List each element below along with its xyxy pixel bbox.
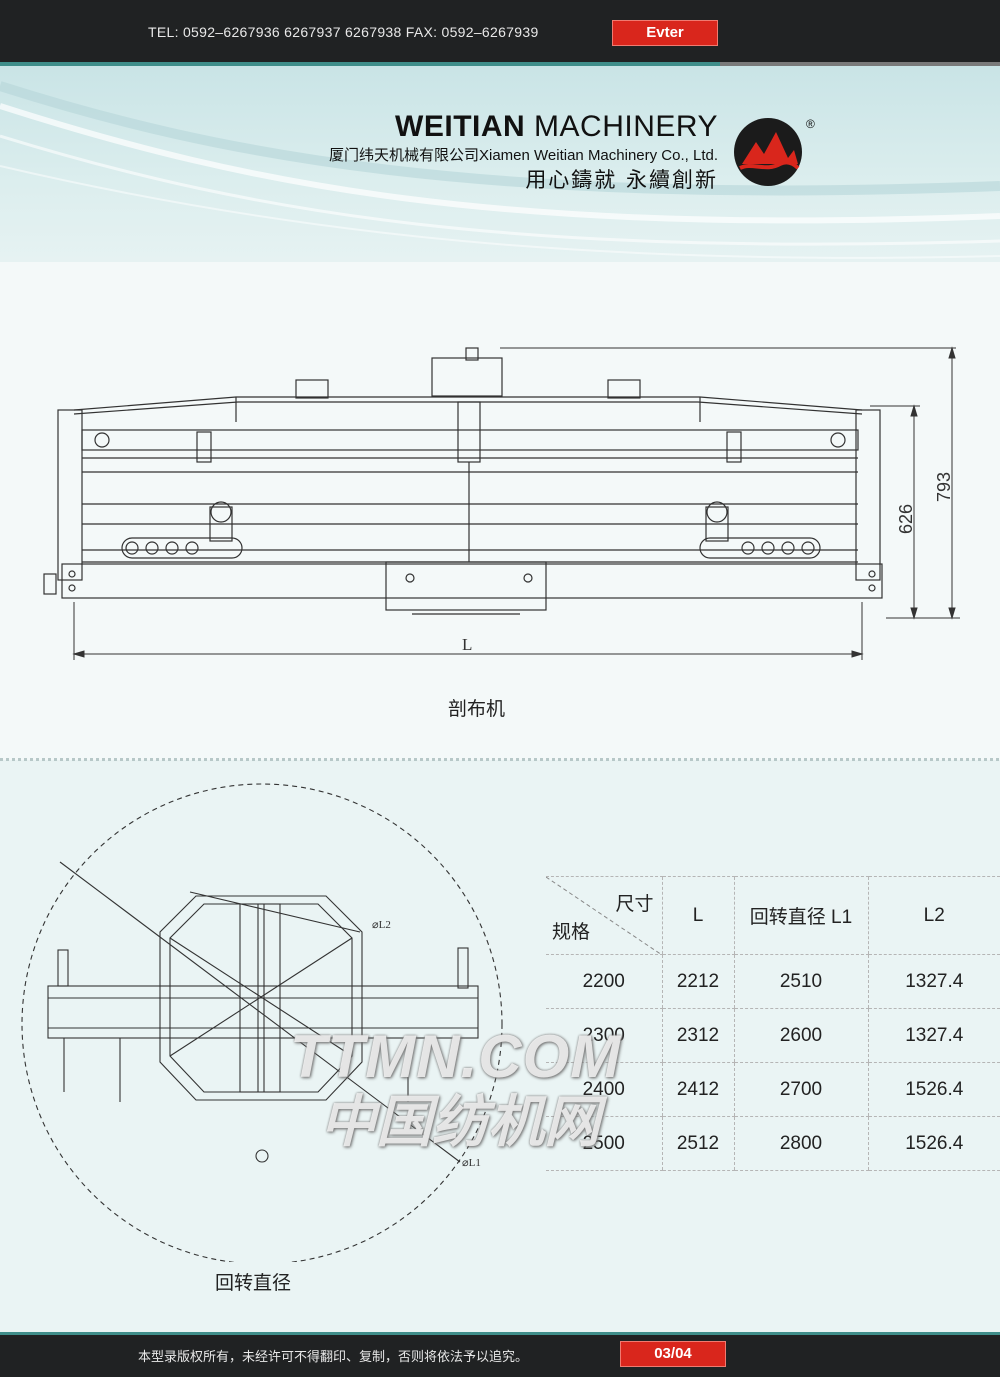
dim-height-793: 793: [934, 472, 954, 502]
company-name-full: 厦门纬天机械有限公司Xiamen Weitian Machinery Co., …: [329, 147, 718, 164]
copyright-notice: 本型录版权所有，未经许可不得翻印、复制，否则将依法予以追究。: [138, 1350, 529, 1365]
column-header: L: [661, 876, 734, 955]
label-l2: ⌀L2: [372, 919, 391, 931]
dim-height-626: 626: [896, 504, 916, 534]
table-cell: 2212: [661, 954, 734, 1009]
registered-mark: ®: [806, 117, 815, 131]
table-cell: 1327.4: [867, 954, 1000, 1009]
table-cell: 2412: [661, 1062, 734, 1117]
spec-table: 尺寸 规格 L 回转直径 L1 L2 2200 2212 2510 1327.4…: [546, 876, 1000, 1171]
company-banner: WEITIAN MACHINERY 厦门纬天机械有限公司Xiamen Weiti…: [0, 66, 1000, 262]
drawing1-caption: 剖布机: [448, 698, 506, 720]
watermark-line2: 中国纺机网: [320, 1090, 600, 1153]
top-bar: TEL: 0592–6267936 6267937 6267938 FAX: 0…: [0, 0, 1000, 66]
table-cell: 1327.4: [867, 1008, 1000, 1063]
brand-tab: Evter: [612, 20, 718, 46]
column-header: 回转直径 L1: [733, 876, 868, 955]
table-row: 2400 2412 2700 1526.4: [546, 1062, 1000, 1117]
table-header-row: 尺寸 规格 L 回转直径 L1 L2: [546, 876, 1000, 955]
watermark: TTMN.COM 中国纺机网: [290, 1022, 621, 1158]
diagonal-line: [546, 877, 662, 955]
table-cell: 2600: [733, 1008, 868, 1063]
header-size: 尺寸: [615, 894, 654, 915]
table-cell: 2500: [546, 1116, 662, 1171]
fabric-slitting-machine-drawing: L 626 793: [43, 346, 960, 660]
company-slogan: 用心鑄就 永續創新: [525, 168, 718, 192]
label-l1: ⌀L1: [462, 1157, 481, 1169]
table-cell: 1526.4: [867, 1062, 1000, 1117]
table-row: 2200 2212 2510 1327.4: [546, 954, 1000, 1009]
rotation-diameter-drawing: ⌀L2 ⌀L1: [21, 783, 503, 1262]
header-spec: 规格: [552, 922, 591, 943]
table-cell: 2400: [546, 1062, 662, 1117]
dim-length-label: L: [462, 635, 472, 654]
company-name-en: WEITIAN MACHINERY: [395, 110, 718, 143]
table-cell: 2510: [733, 954, 868, 1009]
column-header: L2: [867, 876, 1000, 955]
header-diagonal-cell: 尺寸 规格: [546, 876, 662, 955]
table-cell: 2200: [546, 954, 662, 1009]
section-divider: [0, 758, 1000, 761]
watermark-line1: TTMN.COM: [290, 1023, 622, 1090]
upper-drawing-panel: [0, 262, 1000, 760]
table-cell: 2700: [733, 1062, 868, 1117]
table-cell: 2800: [733, 1116, 868, 1171]
footer-bar: 本型录版权所有，未经许可不得翻印、复制，否则将依法予以追究。 03/04: [0, 1332, 1000, 1377]
contact-info: TEL: 0592–6267936 6267937 6267938 FAX: 0…: [148, 24, 539, 40]
table-row: 2500 2512 2800 1526.4: [546, 1116, 1000, 1171]
page-number: 03/04: [620, 1341, 726, 1367]
table-row: 2300 2312 2600 1327.4: [546, 1008, 1000, 1063]
table-cell: 2312: [661, 1008, 734, 1063]
footer-stripe: [0, 1332, 1000, 1335]
table-cell: 2512: [661, 1116, 734, 1171]
top-stripe-grey: [720, 62, 1000, 66]
table-cell: 1526.4: [867, 1116, 1000, 1171]
drawing2-caption: 回转直径: [215, 1272, 292, 1294]
table-cell: 2300: [546, 1008, 662, 1063]
top-stripe: [0, 62, 720, 66]
weitian-logo: ®: [734, 117, 815, 186]
wave-decoration: [0, 81, 1000, 259]
